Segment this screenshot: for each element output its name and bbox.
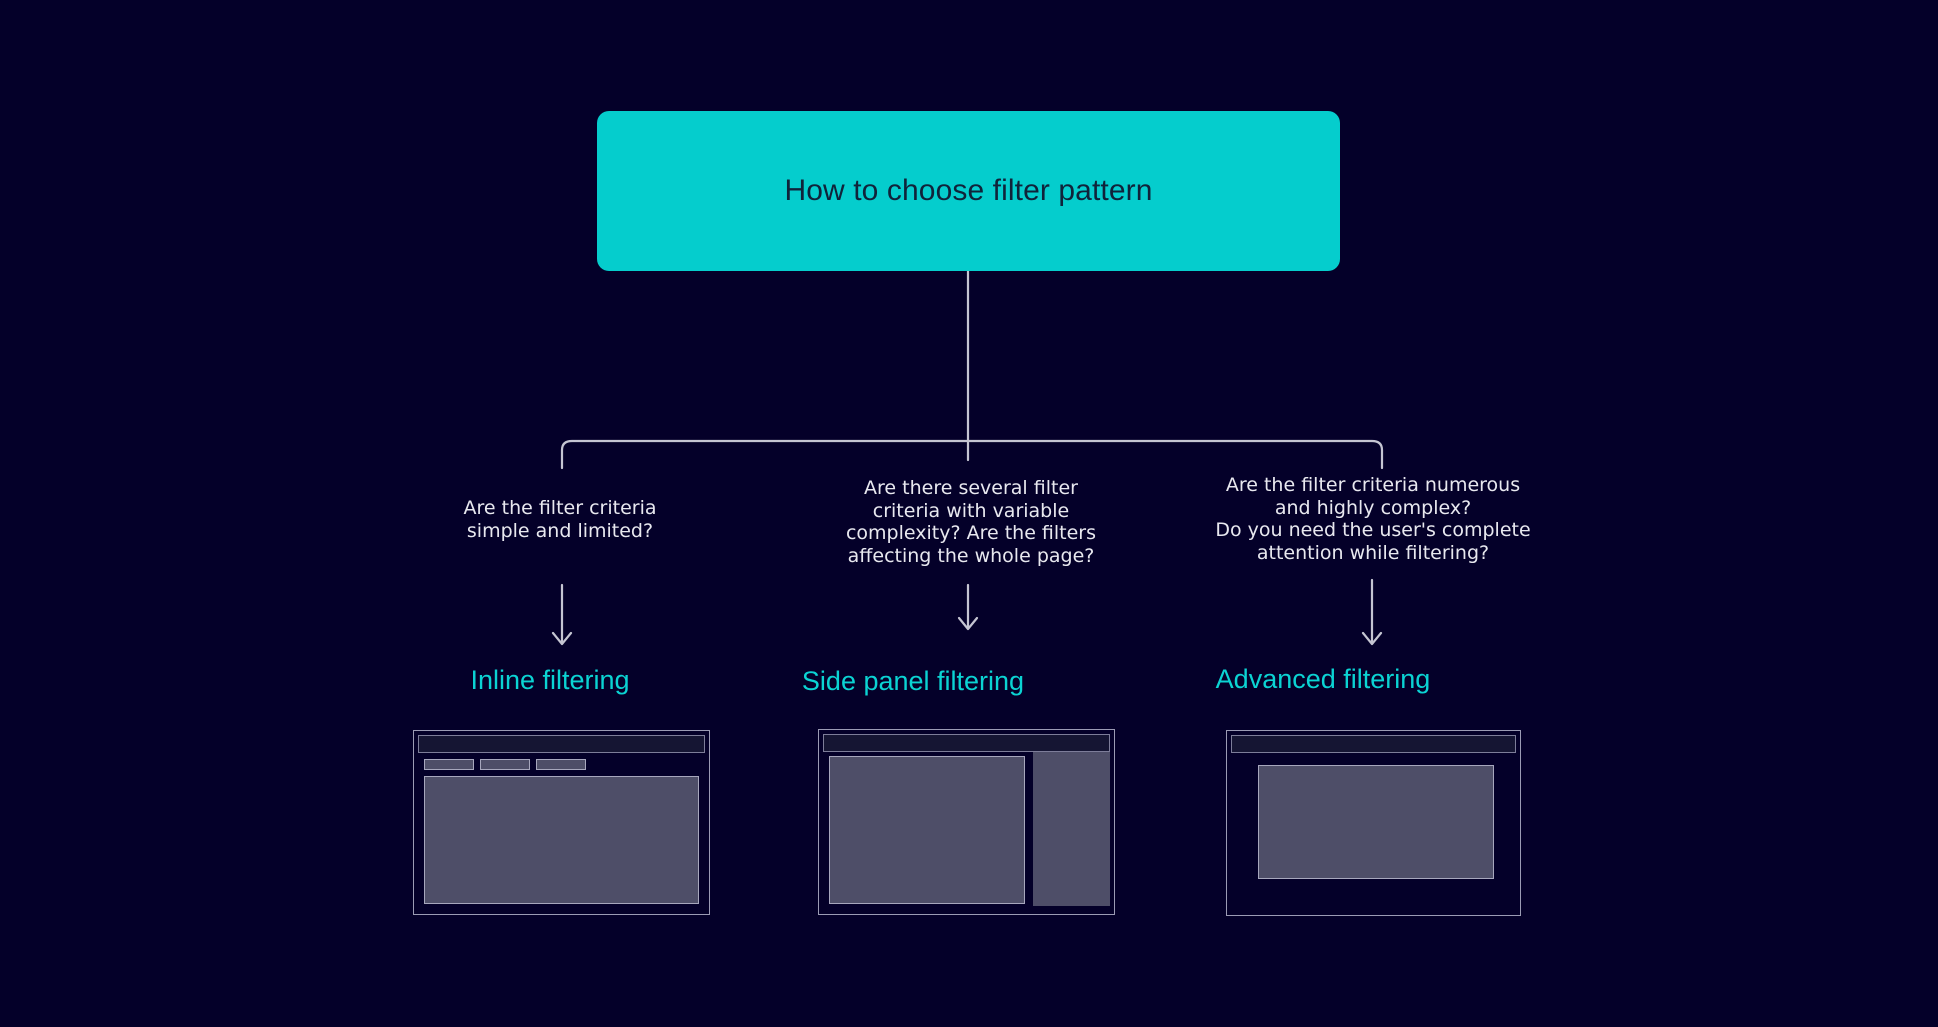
wireframe-inline-content-area (424, 776, 699, 904)
wireframe-side-panel-inner (823, 734, 1110, 910)
question-inline: Are the filter criteria simple and limit… (463, 497, 657, 542)
question-advanced: Are the filter criteria numerous and hig… (1215, 474, 1531, 564)
wireframe-side-panel-filter-panel (1033, 752, 1110, 906)
wireframe-advanced-modal-overlay (1258, 765, 1494, 879)
wireframe-inline-filter-chips (424, 759, 586, 770)
root-decision-node[interactable]: How to choose filter pattern (597, 111, 1340, 271)
branch-rail (560, 439, 1384, 470)
wireframe-inline-filtering[interactable] (413, 730, 710, 915)
question-side-panel: Are there several filter criteria with v… (845, 477, 1097, 567)
wireframe-side-panel-content-area (829, 756, 1025, 904)
arrow-head-right (1361, 631, 1383, 646)
filter-chip (480, 759, 530, 770)
filter-chip (536, 759, 586, 770)
wireframe-side-panel-header-bar (823, 734, 1110, 752)
wireframe-advanced-inner (1231, 735, 1516, 911)
wireframe-advanced-filtering[interactable] (1226, 730, 1521, 916)
filter-chip (424, 759, 474, 770)
outcome-label-inline[interactable]: Inline filtering (470, 665, 630, 695)
wireframe-side-panel-filtering[interactable] (818, 729, 1115, 915)
wireframe-inline-inner (418, 735, 705, 910)
outcome-label-side-panel[interactable]: Side panel filtering (801, 666, 1025, 696)
arrow-head-middle (957, 616, 979, 631)
outcome-label-advanced[interactable]: Advanced filtering (1215, 664, 1431, 694)
wireframe-advanced-header-bar (1231, 735, 1516, 753)
root-node-label: How to choose filter pattern (784, 174, 1153, 207)
arrow-head-left (551, 631, 573, 646)
wireframe-inline-header-bar (418, 735, 705, 753)
